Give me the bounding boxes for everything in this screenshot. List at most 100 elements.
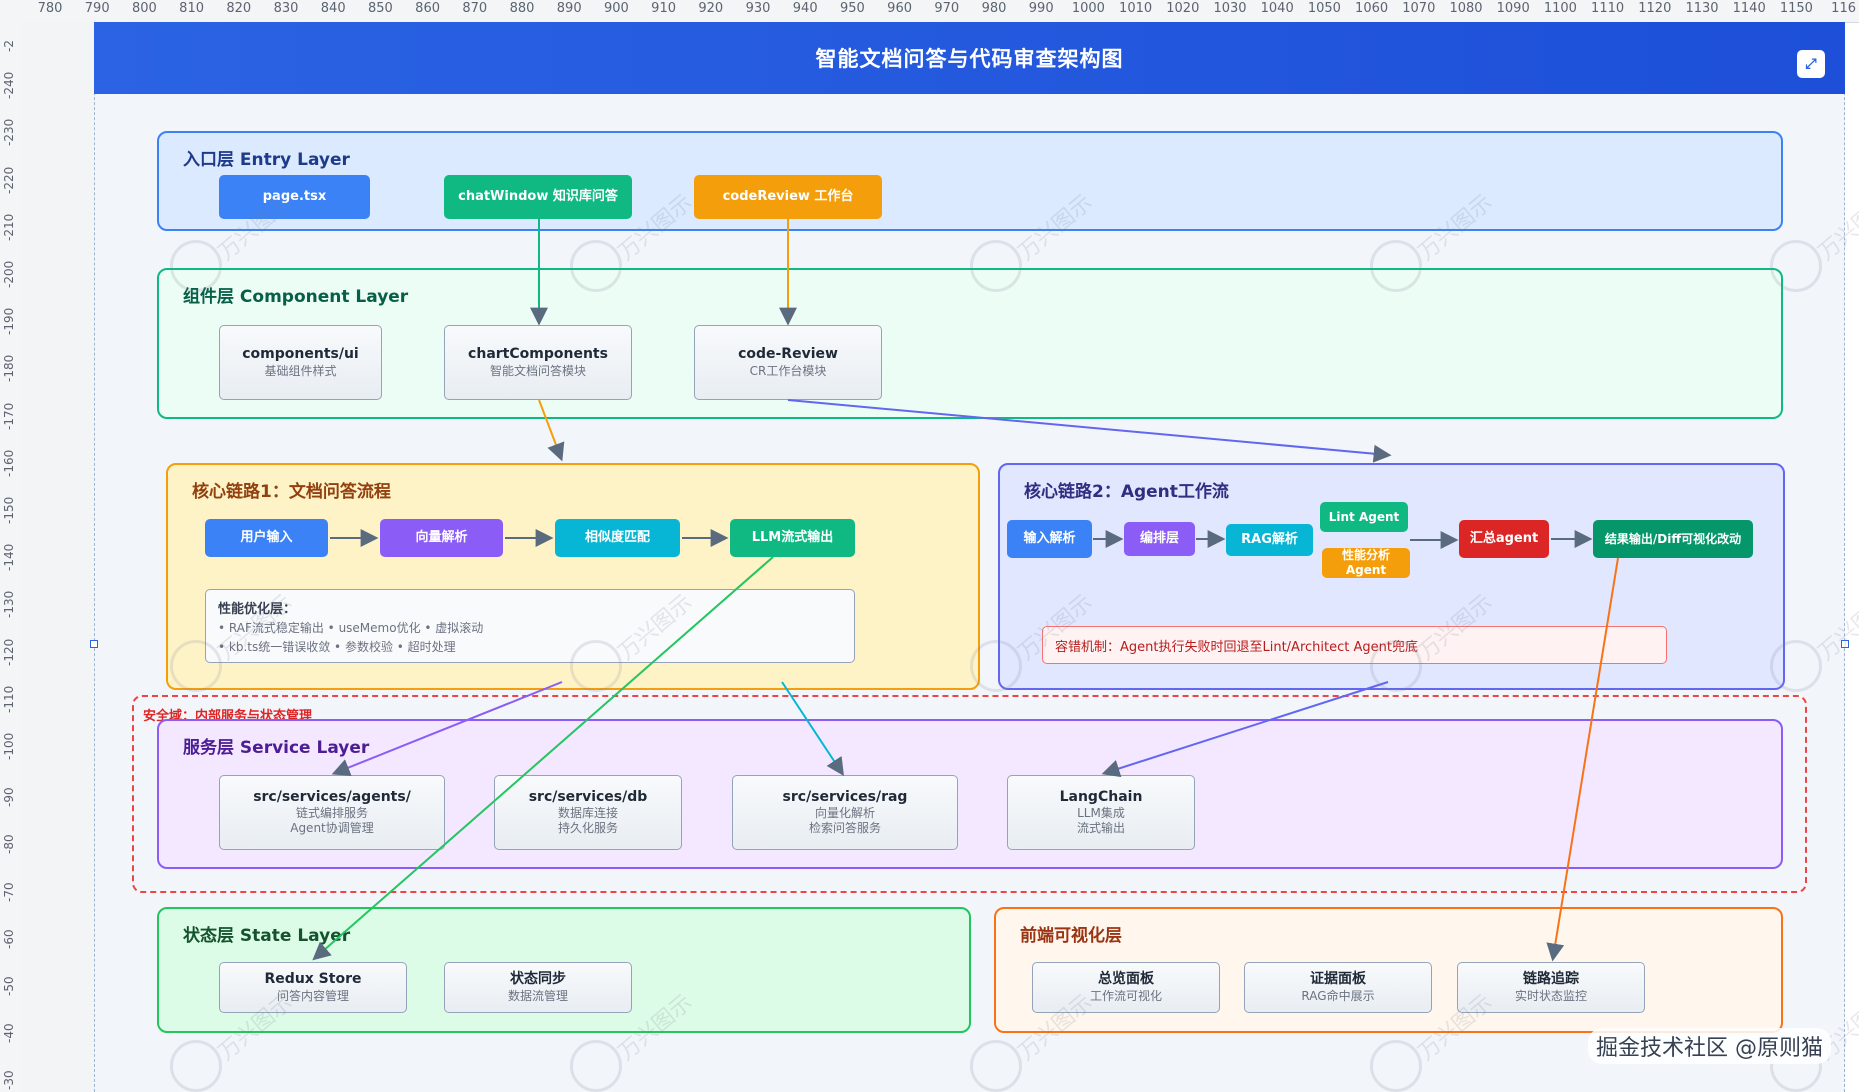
ruler-left-tick: -170 [2,402,16,430]
summary-agent-step[interactable]: 汇总agent [1459,520,1549,558]
ruler-top-tick: 960 [887,1,913,16]
ruler-top-tick: 1040 [1260,1,1294,16]
ruler-top-tick: 930 [745,1,771,16]
ruler-top-tick: 1120 [1638,1,1672,16]
ruler-top-tick: 840 [320,1,346,16]
perf-line-2: • kb.ts统一错误收敛 • 参数校验 • 超时处理 [218,640,456,654]
ruler-top-tick: 1020 [1166,1,1200,16]
ruler-top-tick: 1050 [1307,1,1341,16]
service-layer-title: 服务层 Service Layer [183,738,370,758]
perf-title: 性能优化层： [218,602,297,617]
core-chain-1-title: 核心链路1：文档问答流程 [192,482,391,502]
ruler-top-tick: 830 [273,1,299,16]
ruler-left-tick: -190 [2,307,16,336]
ruler-top-tick: 1150 [1779,1,1813,16]
ruler-top-tick: 1010 [1119,1,1153,16]
ruler-left-tick: -200 [2,260,16,288]
ruler-top-tick: 800 [131,1,157,16]
ruler-top-tick: 850 [367,1,393,16]
ruler-top-tick: 970 [934,1,960,16]
perf-optimization-panel: 性能优化层： • RAF流式稳定输出 • useMemo优化 • 虚拟滚动 • … [205,589,855,663]
result-output-step[interactable]: 结果输出/Diff可视化改动 [1593,520,1753,558]
ruler-top-tick: 1030 [1213,1,1247,16]
overview-panel-node[interactable]: 总览面板 工作流可视化 [1032,962,1220,1013]
user-input-step[interactable]: 用户输入 [205,519,328,557]
chat-window-node[interactable]: chatWindow 知识库问答 [444,175,632,219]
component-layer-title: 组件层 Component Layer [183,287,409,307]
ruler-left-tick: -80 [2,834,16,855]
ruler-top-tick: 1110 [1591,1,1625,16]
vector-parse-step[interactable]: 向量解析 [380,519,503,557]
viz-layer-title: 前端可视化层 [1020,926,1122,946]
ruler-top-tick: 920 [698,1,724,16]
ruler-left-tick: -40 [2,1023,16,1044]
ruler-top-tick: 870 [462,1,488,16]
services-agents-node[interactable]: src/services/agents/ 链式编排服务 Agent协调管理 [219,775,445,850]
core-chain-2-title: 核心链路2：Agent工作流 [1024,482,1229,502]
state-sync-node[interactable]: 状态同步 数据流管理 [444,962,632,1013]
llm-stream-output-step[interactable]: LLM流式输出 [730,519,855,557]
ruler-top-tick: 1130 [1685,1,1719,16]
state-layer-title: 状态层 State Layer [183,926,351,946]
rag-parse-step[interactable]: RAG解析 [1226,524,1313,556]
ruler-left-tick: -60 [2,929,16,949]
ruler-top-tick: 980 [981,1,1007,16]
ruler-left-tick: -30 [2,1070,16,1091]
ruler-top-tick: 1080 [1449,1,1483,16]
ruler-left-tick: -150 [2,496,16,524]
chart-components-node[interactable]: chartComponents 智能文档问答模块 [444,325,632,400]
ruler-top-tick: 1140 [1732,1,1766,16]
input-parse-step[interactable]: 输入解析 [1007,520,1092,558]
components-ui-node[interactable]: components/ui 基础组件样式 [219,325,382,400]
ruler-left: -2-240-230-220-210-200-190-180-170-160-1… [0,22,23,1092]
ruler-top-tick: 1090 [1496,1,1530,16]
ruler-left-tick: -240 [2,71,16,100]
selection-handle-right[interactable] [1841,640,1849,648]
diagram-header: 智能文档问答与代码审查架构图 ⤢ [94,22,1845,94]
ruler-top-tick: 990 [1028,1,1054,16]
ruler-left-tick: -90 [2,787,16,808]
ruler-top-tick: 1000 [1071,1,1105,16]
entry-layer-title: 入口层 Entry Layer [183,150,350,170]
code-review-node[interactable]: codeReview 工作台 [694,175,882,219]
redux-store-node[interactable]: Redux Store 问答内容管理 [219,962,407,1013]
selection-handle-left[interactable] [90,640,98,648]
trace-panel-node[interactable]: 链路追踪 实时状态监控 [1457,962,1645,1013]
ruler-top-tick: 900 [603,1,629,16]
canvas-margin [22,22,94,1092]
orchestration-step[interactable]: 编排层 [1124,522,1195,556]
page-title: 智能文档问答与代码审查架构图 [815,47,1124,71]
ruler-left-tick: -130 [2,591,16,619]
services-db-node[interactable]: src/services/db 数据库连接 持久化服务 [494,775,682,850]
ruler-top-tick: 860 [415,1,441,16]
ruler-left-tick: -100 [2,732,16,760]
ruler-top-tick: 1100 [1543,1,1577,16]
ruler-top-tick: 880 [509,1,535,16]
ruler-left-tick: -70 [2,881,16,902]
ruler-left-tick: -50 [2,976,16,996]
ruler-top-tick: 890 [556,1,582,16]
ruler-top-tick: 780 [37,1,63,16]
services-rag-node[interactable]: src/services/rag 向量化解析 检索问答服务 [732,775,958,850]
lint-agent-step[interactable]: Lint Agent [1320,502,1408,532]
footer-watermark: 掘金技术社区 @原则猫 [1588,1028,1831,1064]
page-tsx-node[interactable]: page.tsx [219,175,370,219]
ruler-top-tick: 940 [792,1,818,16]
ruler-top-tick: 116 [1831,1,1857,16]
ruler-left-tick: -140 [2,543,16,572]
code-review-module-node[interactable]: code-Review CR工作台模块 [694,325,882,400]
ruler-top-tick: 910 [651,1,677,16]
ruler-left-tick: -210 [2,213,16,241]
expand-icon[interactable]: ⤢ [1797,50,1825,78]
similarity-match-step[interactable]: 相似度匹配 [555,519,680,557]
ruler-top-tick: 1070 [1402,1,1436,16]
perf-analysis-agent-step[interactable]: 性能分析Agent [1322,548,1410,578]
evidence-panel-node[interactable]: 证据面板 RAG命中展示 [1244,962,1432,1013]
entry-layer: 入口层 Entry Layer [157,131,1783,231]
security-zone [132,695,1807,893]
langchain-node[interactable]: LangChain LLM集成 流式输出 [1007,775,1195,850]
ruler-left-tick: -2 [2,40,16,52]
fault-tolerance-note: 容错机制：Agent执行失败时回退至Lint/Architect Agent兜底 [1042,626,1667,664]
ruler-left-tick: -220 [2,166,16,194]
